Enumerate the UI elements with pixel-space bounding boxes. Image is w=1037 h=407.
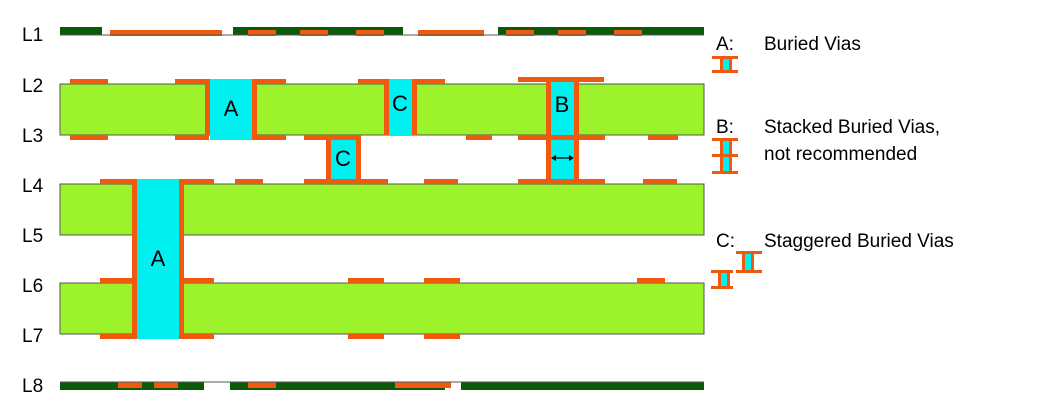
legend-item-A: A: Buried Vias [712,34,861,73]
staggered-via-icon [711,251,762,289]
via-B: B [518,82,605,184]
layer-label-L4: L4 [22,176,44,197]
core-L2-L3 [59,83,705,136]
copper-pads [70,77,678,339]
layer-labels: L1 L2 L3 L4 L5 L6 L7 L8 [22,25,44,397]
outer-layer-L8 [60,382,704,390]
via-C-lower: C [304,135,388,184]
legend: A: Buried Vias B: Stacked Buried Vias, n… [711,34,954,289]
via-letter: C [392,91,408,116]
via-letter: A [224,96,239,121]
via-A-upper: A [205,79,257,140]
outer-layer-L1 [60,27,704,36]
layer-label-L1: L1 [22,25,43,46]
legend-key: C: [716,231,735,252]
legend-label: Staggered Buried Vias [764,231,954,252]
via-letter: C [335,146,351,171]
legend-item-B: B: Stacked Buried Vias, not recommended [712,117,940,174]
via-A-lower: A [132,179,184,339]
via-letter: B [555,92,570,117]
layer-label-L8: L8 [22,376,43,397]
legend-label: not recommended [764,144,917,165]
legend-item-C: C: Staggered Buried Vias [711,231,954,289]
layer-label-L2: L2 [22,76,43,97]
via-C-upper: C [384,79,417,135]
stacked-via-icon [712,138,738,174]
legend-label: Buried Vias [764,34,861,55]
layer-label-L5: L5 [22,226,43,247]
layer-label-L3: L3 [22,126,43,147]
buried-via-icon [712,56,738,73]
layer-label-L7: L7 [22,326,43,347]
via-letter: A [151,246,166,271]
legend-key: B: [716,117,734,138]
width-arrow-icon [551,155,574,161]
legend-key: A: [716,34,734,55]
legend-label: Stacked Buried Vias, [764,117,940,138]
layer-label-L6: L6 [22,276,43,297]
layer-lines [60,34,704,383]
